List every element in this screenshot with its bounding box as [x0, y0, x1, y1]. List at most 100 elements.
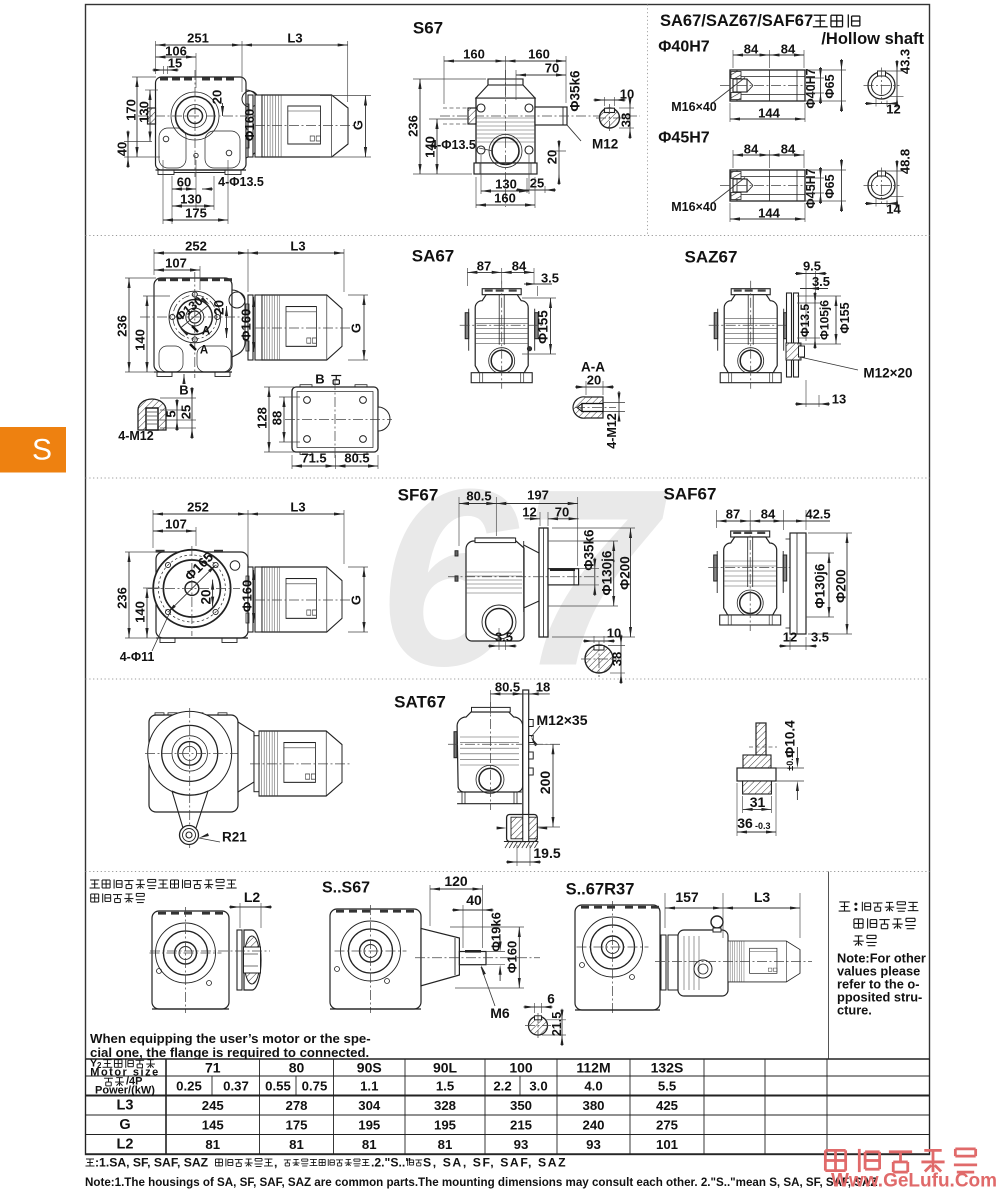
svg-text:4-Φ13.5: 4-Φ13.5 — [430, 138, 476, 152]
svg-text:Φ10.4: Φ10.4 — [783, 720, 798, 758]
svg-text:80: 80 — [289, 1060, 305, 1076]
svg-text:60: 60 — [177, 175, 191, 190]
svg-text:88: 88 — [270, 411, 285, 425]
svg-text:21.5: 21.5 — [550, 1012, 564, 1036]
svg-text:L3: L3 — [287, 31, 302, 46]
svg-text:A: A — [200, 345, 208, 357]
svg-text:20: 20 — [587, 373, 601, 388]
svg-text:G: G — [349, 323, 364, 333]
svg-text:L3: L3 — [754, 889, 771, 905]
svg-text:4-Φ13.5: 4-Φ13.5 — [218, 175, 264, 189]
svg-text:236: 236 — [115, 315, 130, 337]
svg-text:81: 81 — [362, 1137, 377, 1152]
svg-text:M12×20: M12×20 — [863, 366, 912, 381]
svg-text:L2: L2 — [244, 889, 261, 905]
svg-text:90L: 90L — [433, 1060, 458, 1076]
svg-text:25: 25 — [179, 405, 194, 419]
svg-text:Φ40H7: Φ40H7 — [658, 39, 709, 56]
svg-text:70: 70 — [545, 61, 559, 76]
svg-text:175: 175 — [185, 206, 207, 221]
svg-text:12: 12 — [886, 102, 900, 117]
svg-text:S..S67: S..S67 — [322, 880, 370, 897]
svg-text:G: G — [351, 120, 366, 130]
svg-text:10: 10 — [607, 626, 621, 641]
svg-text:G: G — [349, 595, 364, 605]
svg-text:107: 107 — [165, 256, 187, 271]
svg-text:M16×40: M16×40 — [671, 200, 717, 214]
svg-text:G: G — [119, 1117, 130, 1133]
svg-text:SF67: SF67 — [398, 486, 439, 505]
svg-text:values please: values please — [837, 964, 920, 979]
svg-text:Φ45H7: Φ45H7 — [658, 130, 709, 147]
svg-text:.2."S..": .2."S.." — [371, 1156, 411, 1170]
svg-text:120: 120 — [444, 873, 468, 889]
svg-text:80.5: 80.5 — [466, 489, 491, 504]
svg-text:Φ160: Φ160 — [505, 941, 520, 973]
svg-text:48.8: 48.8 — [898, 149, 913, 174]
svg-text:3.5: 3.5 — [811, 630, 829, 645]
svg-text:84: 84 — [781, 42, 796, 57]
svg-text:20: 20 — [211, 300, 226, 315]
svg-text:Φ65: Φ65 — [823, 174, 837, 198]
svg-text:Φ160: Φ160 — [238, 309, 253, 341]
svg-text:Φ105j6: Φ105j6 — [818, 300, 832, 340]
svg-text:251: 251 — [187, 31, 209, 46]
svg-text:278: 278 — [285, 1098, 307, 1113]
svg-text:19.5: 19.5 — [533, 845, 560, 861]
svg-text:140: 140 — [133, 329, 148, 351]
svg-text:B: B — [179, 383, 188, 398]
svg-text:Φ45H7: Φ45H7 — [804, 168, 818, 208]
svg-text:2: 2 — [97, 1061, 102, 1070]
svg-text:9.5: 9.5 — [803, 259, 821, 274]
svg-text:B: B — [315, 372, 324, 387]
svg-text:Φ130j6: Φ130j6 — [600, 550, 615, 595]
svg-text:refer to the o-: refer to the o- — [837, 977, 919, 992]
svg-text:Φ200: Φ200 — [834, 569, 849, 603]
svg-text:71.5: 71.5 — [301, 451, 326, 466]
svg-text:252: 252 — [185, 239, 207, 254]
svg-text:3.5: 3.5 — [495, 630, 513, 645]
svg-text:20: 20 — [545, 150, 560, 164]
svg-text:Φ13.5: Φ13.5 — [798, 304, 812, 338]
svg-text:304: 304 — [358, 1098, 381, 1113]
svg-text:84: 84 — [781, 142, 796, 157]
svg-text:132S: 132S — [651, 1060, 684, 1076]
svg-text:cial one, the flange is requir: cial one, the flange is required to conn… — [90, 1045, 369, 1060]
svg-text:L2: L2 — [117, 1136, 134, 1152]
svg-text:M12×35: M12×35 — [537, 712, 588, 728]
svg-text:236: 236 — [406, 115, 421, 137]
svg-text:S: S — [32, 434, 52, 467]
svg-text:215: 215 — [510, 1117, 532, 1132]
svg-text:71: 71 — [205, 1060, 221, 1076]
svg-text:195: 195 — [434, 1117, 456, 1132]
svg-text:R21: R21 — [222, 830, 247, 845]
svg-text:31: 31 — [750, 794, 766, 810]
svg-text:A: A — [202, 326, 210, 338]
svg-text:160: 160 — [528, 47, 550, 62]
svg-text:140: 140 — [133, 601, 148, 623]
svg-text:144: 144 — [758, 106, 780, 121]
svg-text:SA67: SA67 — [412, 247, 455, 266]
svg-text:M12: M12 — [592, 137, 618, 152]
svg-text:Φ40H7: Φ40H7 — [804, 68, 818, 108]
svg-text:81: 81 — [438, 1137, 453, 1152]
svg-text:0.37: 0.37 — [223, 1078, 249, 1093]
svg-text:Φ155: Φ155 — [838, 302, 852, 333]
svg-text:20: 20 — [199, 589, 214, 604]
svg-text:252: 252 — [187, 500, 209, 515]
svg-text:±0.1: ±0.1 — [785, 753, 795, 770]
svg-text:M6: M6 — [490, 1005, 510, 1021]
svg-text:1.5: 1.5 — [436, 1078, 454, 1093]
svg-text:38: 38 — [610, 652, 625, 666]
svg-text:240: 240 — [582, 1117, 604, 1132]
svg-text:cture.: cture. — [837, 1003, 872, 1018]
svg-text:130: 130 — [137, 101, 152, 123]
svg-text:175: 175 — [285, 1117, 307, 1132]
svg-text:SAT67: SAT67 — [394, 693, 446, 712]
svg-text:/Hollow shaft: /Hollow shaft — [821, 30, 924, 48]
svg-text:4.0: 4.0 — [584, 1078, 602, 1093]
svg-text:106: 106 — [165, 44, 187, 59]
svg-text:15: 15 — [168, 56, 182, 71]
svg-text:L3: L3 — [117, 1097, 134, 1113]
svg-text:SA67/SAZ67/SAF67: SA67/SAZ67/SAF67 — [660, 12, 813, 30]
